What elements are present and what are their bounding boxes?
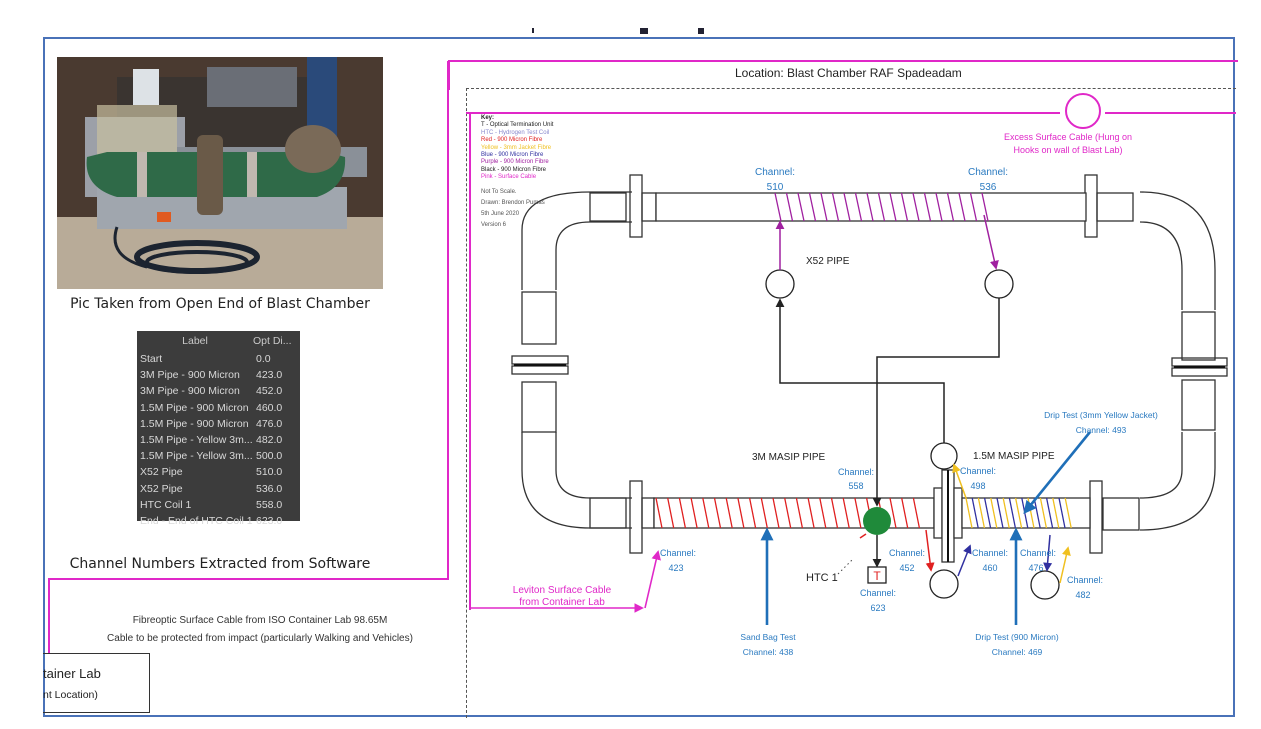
- table-row: 1.5M Pipe - 900 Micron 476.0: [137, 416, 300, 432]
- drawing-version: Version 6: [481, 221, 507, 228]
- blast-chamber-boundary: [448, 60, 1238, 90]
- row-label: End - End of HTC Coil 1: [140, 514, 253, 527]
- channel-table: Label Opt Di... Start 0.0 3M Pipe - 900 Mi…: [137, 331, 300, 527]
- row-opt-distance: 460.0: [256, 401, 283, 414]
- row-opt-distance: 476.0: [256, 417, 283, 430]
- row-label: 1.5M Pipe - 900 Micron: [140, 417, 249, 430]
- row-opt-distance: 510.0: [256, 466, 283, 479]
- table-row: 3M Pipe - 900 Micron 423.0: [137, 367, 300, 383]
- key-item: Red - 900 Micron Fibre: [481, 137, 543, 144]
- surface-cable-route: [447, 61, 449, 580]
- row-label: 1.5M Pipe - Yellow 3m...: [140, 450, 253, 463]
- row-label: 1.5M Pipe - Yellow 3m...: [140, 433, 253, 446]
- row-opt-distance: 0.0: [256, 353, 271, 365]
- document-frame: [43, 37, 1235, 717]
- key-item: T - Optical Termination Unit: [481, 122, 554, 129]
- key-item: HTC - Hydrogen Test Coil: [481, 129, 550, 136]
- cable-note-protection: Cable to be protected from impact (parti…: [107, 633, 413, 644]
- surface-cable-route: [48, 578, 449, 580]
- key-item: Black - 900 Micron Fibre: [481, 166, 547, 173]
- row-opt-distance: 558.0: [256, 498, 283, 511]
- table-caption: Channel Numbers Extracted from Software: [69, 556, 371, 572]
- key-title: Key:: [481, 115, 495, 121]
- table-row: 3M Pipe - 900 Micron 452.0: [137, 383, 300, 399]
- row-opt-distance: 423.0: [256, 369, 283, 382]
- table-row: X52 Pipe 510.0: [137, 464, 300, 480]
- surface-cable-route: [48, 578, 50, 654]
- drawn-by: Drawn: Brendon Pumas: [481, 199, 545, 206]
- row-opt-distance: 536.0: [256, 482, 283, 495]
- cable-notes: Fibreoptic Surface Cable from ISO Contai…: [60, 612, 460, 648]
- table-row: 1.5M Pipe - Yellow 3m...500.0: [137, 448, 300, 464]
- key-item: Pink - Surface Cable: [481, 174, 537, 181]
- table-row: 1.5M Pipe - Yellow 3m...482.0: [137, 432, 300, 448]
- row-label: X52 Pipe: [140, 466, 183, 479]
- row-label: HTC Coil 1: [140, 498, 192, 511]
- table-row: HTC Coil 1 558.0: [137, 497, 300, 513]
- table-row: X52 Pipe 536.0: [137, 481, 300, 497]
- column-header-opt-distance: Opt Di...: [253, 335, 292, 347]
- drawing-boundary: [466, 88, 1236, 718]
- cable-note-length: Fibreoptic Surface Cable from ISO Contai…: [132, 615, 388, 626]
- location-label: Location: Blast Chamber RAF Spadeadam: [735, 66, 962, 80]
- key-item: Yellow - 3mm Jacket Fibre: [481, 144, 552, 151]
- key-item: Purple - 900 Micron Fibre: [481, 159, 549, 166]
- row-opt-distance: 482.0: [256, 433, 283, 446]
- row-label: 1.5M Pipe - 900 Micron: [140, 401, 249, 414]
- blast-chamber-photo: [57, 57, 383, 289]
- scale-note: Not To Scale.: [481, 188, 517, 195]
- container-lab-box: tainer Lab nt Location): [43, 653, 150, 713]
- table-row: Start 0.0: [137, 351, 300, 367]
- row-opt-distance: 452.0: [256, 385, 283, 398]
- row-label: Start: [140, 353, 163, 365]
- container-lab-location: nt Location): [43, 689, 98, 701]
- row-opt-distance: 500.0: [256, 450, 283, 463]
- table-row: 1.5M Pipe - 900 Micron 460.0: [137, 400, 300, 416]
- row-opt-distance: 623.0: [256, 514, 283, 527]
- container-lab-label: tainer Lab: [43, 666, 101, 681]
- drawing-date: 5th June 2020: [481, 210, 520, 217]
- row-label: X52 Pipe: [140, 482, 183, 495]
- cropped-title-fragment: [532, 28, 704, 34]
- column-header-label: Label: [182, 335, 208, 347]
- row-label: 3M Pipe - 900 Micron: [140, 369, 240, 382]
- row-label: 3M Pipe - 900 Micron: [140, 385, 240, 398]
- table-header: Label Opt Di...: [137, 331, 300, 351]
- key-item: Blue - 900 Micron Fibre: [481, 152, 544, 159]
- photo-caption: Pic Taken from Open End of Blast Chamber: [70, 296, 370, 312]
